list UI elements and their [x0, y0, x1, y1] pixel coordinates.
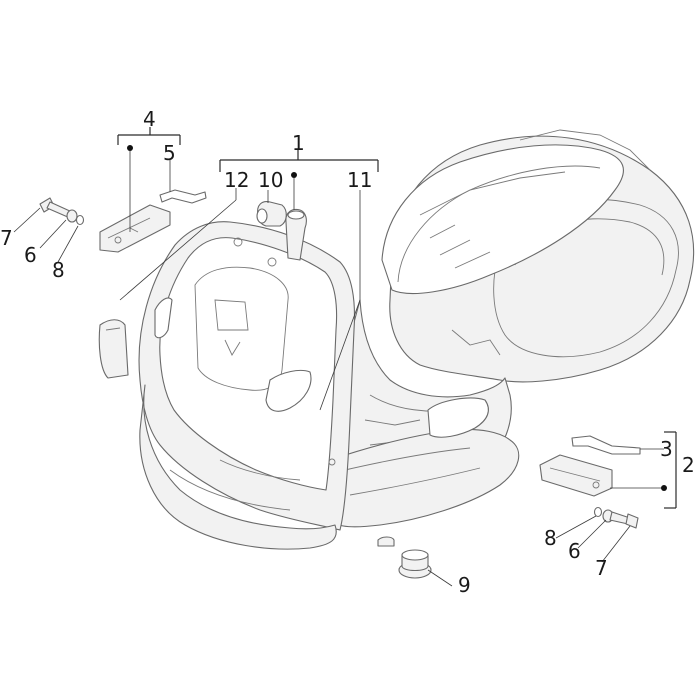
callout-9: 9 [458, 573, 471, 597]
leg-shield-inner [159, 237, 338, 491]
part-bottom-clip-left [98, 319, 129, 379]
callout-7-right: 7 [595, 556, 608, 580]
side-recess [427, 397, 489, 438]
leader-dot-2 [661, 485, 667, 491]
callout-6-right: 6 [568, 539, 581, 563]
part-10-bushing [256, 201, 287, 227]
callout-6-left: 6 [24, 243, 37, 267]
callout-2: 2 [682, 453, 695, 477]
callout-10: 10 [258, 168, 283, 192]
leader-dot-4 [127, 145, 133, 151]
front-leg-shield [138, 221, 355, 550]
part-3-clip [571, 435, 641, 455]
part-stand-foot [377, 536, 395, 547]
vent-right [265, 369, 312, 412]
front-lower-shell [139, 384, 337, 550]
part-breather-pipe [285, 208, 307, 261]
callout-5: 5 [163, 141, 176, 165]
bolt-set-left [39, 197, 85, 226]
seat-opening [381, 144, 624, 295]
vent-left [154, 297, 173, 339]
callout-12: 12 [224, 168, 249, 192]
callout-labels: 1 4 5 12 10 11 7 6 8 3 2 8 6 7 9 [0, 107, 695, 597]
part-4-frame-plate [99, 204, 171, 253]
leader-dot-1 [291, 172, 297, 178]
floorboard [329, 428, 520, 528]
callout-7-left: 7 [0, 226, 13, 250]
callout-4: 4 [143, 107, 156, 131]
callout-1: 1 [292, 131, 305, 155]
bolt-set-right [593, 506, 639, 529]
part-5-clip [159, 189, 207, 204]
callout-3: 3 [660, 437, 673, 461]
callout-11: 11 [347, 168, 372, 192]
scooter-frame [329, 129, 695, 528]
callout-8-left: 8 [52, 258, 65, 282]
leader-lines [13, 127, 677, 587]
part-9-grommet [398, 549, 432, 579]
callout-8-right: 8 [544, 526, 557, 550]
part-2-frame-plate [539, 454, 613, 497]
